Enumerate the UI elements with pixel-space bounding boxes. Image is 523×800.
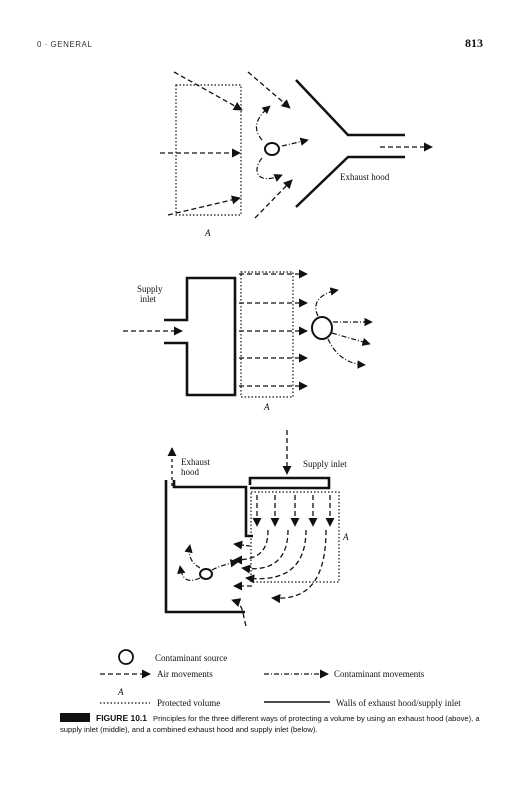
supply-inlet-wall bbox=[248, 476, 331, 490]
volume-label-a2: A bbox=[263, 402, 270, 412]
air-arrow bbox=[231, 598, 247, 627]
page-number: 813 bbox=[465, 36, 483, 50]
supply-inlet-wall-upper bbox=[164, 276, 237, 397]
air-arrow bbox=[173, 71, 243, 111]
air-arrow bbox=[233, 540, 251, 550]
legend: Contaminant source Air movements Contami… bbox=[100, 649, 461, 708]
contaminant-arrow bbox=[315, 287, 339, 317]
contaminant-source-1 bbox=[264, 142, 280, 156]
diagram-exhaust-hood: Exhaust hood A bbox=[160, 71, 433, 238]
legend-air-movements: Air movements bbox=[157, 669, 213, 679]
air-arrow bbox=[241, 529, 289, 574]
hood-wall-lower bbox=[295, 155, 405, 208]
volume-label-a1: A bbox=[204, 228, 211, 238]
air-arrow bbox=[247, 71, 291, 109]
supply-inlet-label-1: Supply bbox=[137, 284, 163, 294]
air-arrow bbox=[271, 529, 327, 604]
protected-volume-2 bbox=[240, 271, 294, 398]
air-arrow bbox=[167, 195, 241, 216]
exhaust-hood-wall bbox=[164, 480, 245, 614]
contaminant-arrow bbox=[211, 559, 239, 571]
exhaust-hood-wall-top bbox=[172, 480, 253, 538]
legend-contaminant-source-icon bbox=[118, 649, 134, 665]
diagram-supply-inlet: Supply inlet A bbox=[123, 269, 373, 412]
contaminant-arrow bbox=[177, 565, 201, 581]
contaminant-arrow bbox=[281, 137, 309, 147]
contaminant-arrow bbox=[184, 544, 201, 569]
running-header-section: 0 · GENERAL bbox=[37, 40, 93, 49]
contaminant-arrow bbox=[256, 157, 283, 182]
caption-marker bbox=[60, 713, 90, 722]
contaminant-source-3 bbox=[199, 568, 213, 580]
supply-inlet-label-2: inlet bbox=[140, 294, 156, 304]
protected-volume-3 bbox=[250, 491, 340, 583]
air-arrow bbox=[254, 179, 293, 219]
air-arrow bbox=[233, 529, 269, 565]
caption-text: Principles for the three different ways … bbox=[60, 714, 480, 734]
contaminant-source-2 bbox=[311, 316, 333, 340]
legend-walls: Walls of exhaust hood/supply inlet bbox=[336, 698, 461, 708]
air-arrow bbox=[245, 529, 307, 584]
contaminant-arrow bbox=[327, 338, 366, 369]
volume-label-a3: A bbox=[342, 532, 349, 542]
exhaust-hood-label-2: hood bbox=[181, 467, 200, 477]
caption-figure-label: FIGURE 10.1 bbox=[96, 713, 148, 723]
protected-volume-1 bbox=[175, 84, 242, 216]
diagram-combined: Exhaust hood Supply inlet A bbox=[164, 430, 349, 627]
exhaust-hood-label: Exhaust hood bbox=[340, 172, 390, 182]
legend-protected-volume-letter: A bbox=[117, 687, 124, 697]
legend-contaminant-movements: Contaminant movements bbox=[334, 669, 425, 679]
legend-contaminant-source: Contaminant source bbox=[155, 653, 227, 663]
legend-protected-volume: Protected volume bbox=[157, 698, 220, 708]
supply-inlet-label: Supply inlet bbox=[303, 459, 347, 469]
exhaust-hood-label-1: Exhaust bbox=[181, 457, 210, 467]
contaminant-arrow bbox=[331, 332, 371, 346]
contaminant-arrow bbox=[255, 105, 271, 141]
hood-wall-upper bbox=[295, 79, 405, 137]
